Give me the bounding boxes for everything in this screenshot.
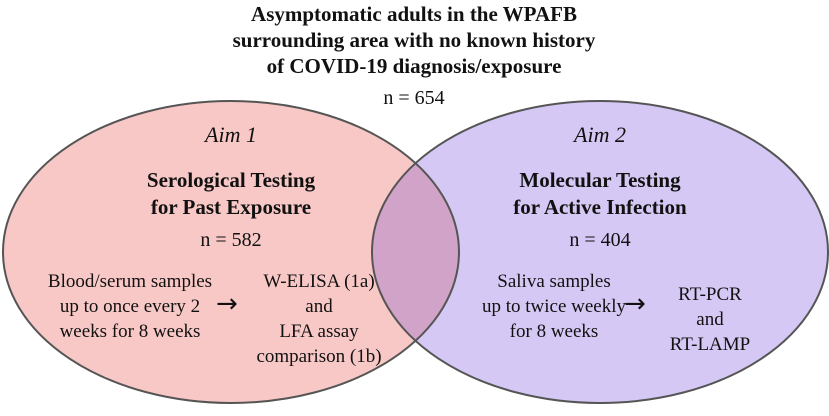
aim1-count: n = 582 (200, 229, 262, 251)
header-title: Asymptomatic adults in the WPAFB surroun… (214, 1, 614, 79)
aim2-label: Aim 2 (574, 122, 626, 147)
aim2-title-line: Molecular Testing (519, 168, 681, 192)
aim2-assays-line: and (696, 309, 724, 330)
aim2-samples: Saliva samples up to twice weekly for 8 … (454, 269, 654, 344)
header-title-line: of COVID-19 diagnosis/exposure (266, 54, 562, 78)
header-count: n = 654 (383, 87, 445, 109)
aim2-ellipse (372, 101, 828, 403)
header-title-line: surrounding area with no known history (232, 28, 596, 52)
aim2-outline (371, 100, 829, 404)
aim1-arrow-icon: → (216, 289, 238, 319)
aim2-assays-line: RT-LAMP (669, 334, 751, 355)
aim1-assays-line: comparison (1b) (256, 346, 382, 367)
aim2-assays: RT-PCR and RT-LAMP (655, 282, 765, 357)
aim2-samples-line: for 8 weeks (509, 321, 599, 342)
aim2-assays-line: RT-PCR (678, 284, 742, 305)
aim1-samples-line: weeks for 8 weeks (59, 321, 201, 342)
aim2-arrow-icon: → (624, 289, 646, 319)
aim1-title: Serological Testing for Past Exposure (81, 167, 381, 221)
aim1-outline (2, 100, 460, 404)
aim1-samples-line: up to once every 2 (59, 296, 201, 317)
aim1-label: Aim 1 (205, 122, 257, 147)
aim2-title: Molecular Testing for Active Infection (450, 167, 750, 221)
aim1-samples-line: Blood/serum samples (47, 271, 213, 292)
aim1-samples: Blood/serum samples up to once every 2 w… (30, 269, 230, 344)
aim1-assays: W-ELISA (1a) and LFA assay comparison (1… (234, 269, 404, 369)
header-title-line: Asymptomatic adults in the WPAFB (251, 2, 577, 26)
aim2-title-line: for Active Infection (513, 195, 687, 219)
aim2-samples-line: up to twice weekly (481, 296, 627, 317)
aim1-ellipse (3, 101, 459, 403)
aim2-samples-line: Saliva samples (497, 271, 611, 292)
aim1-assays-line: and (305, 296, 333, 317)
aim1-title-line: Serological Testing (146, 168, 316, 192)
aim1-assays-line: W-ELISA (1a) (263, 271, 375, 292)
aim1-assays-line: LFA assay (279, 321, 359, 342)
aim1-title-line: for Past Exposure (150, 195, 312, 219)
aim2-count: n = 404 (569, 229, 631, 251)
